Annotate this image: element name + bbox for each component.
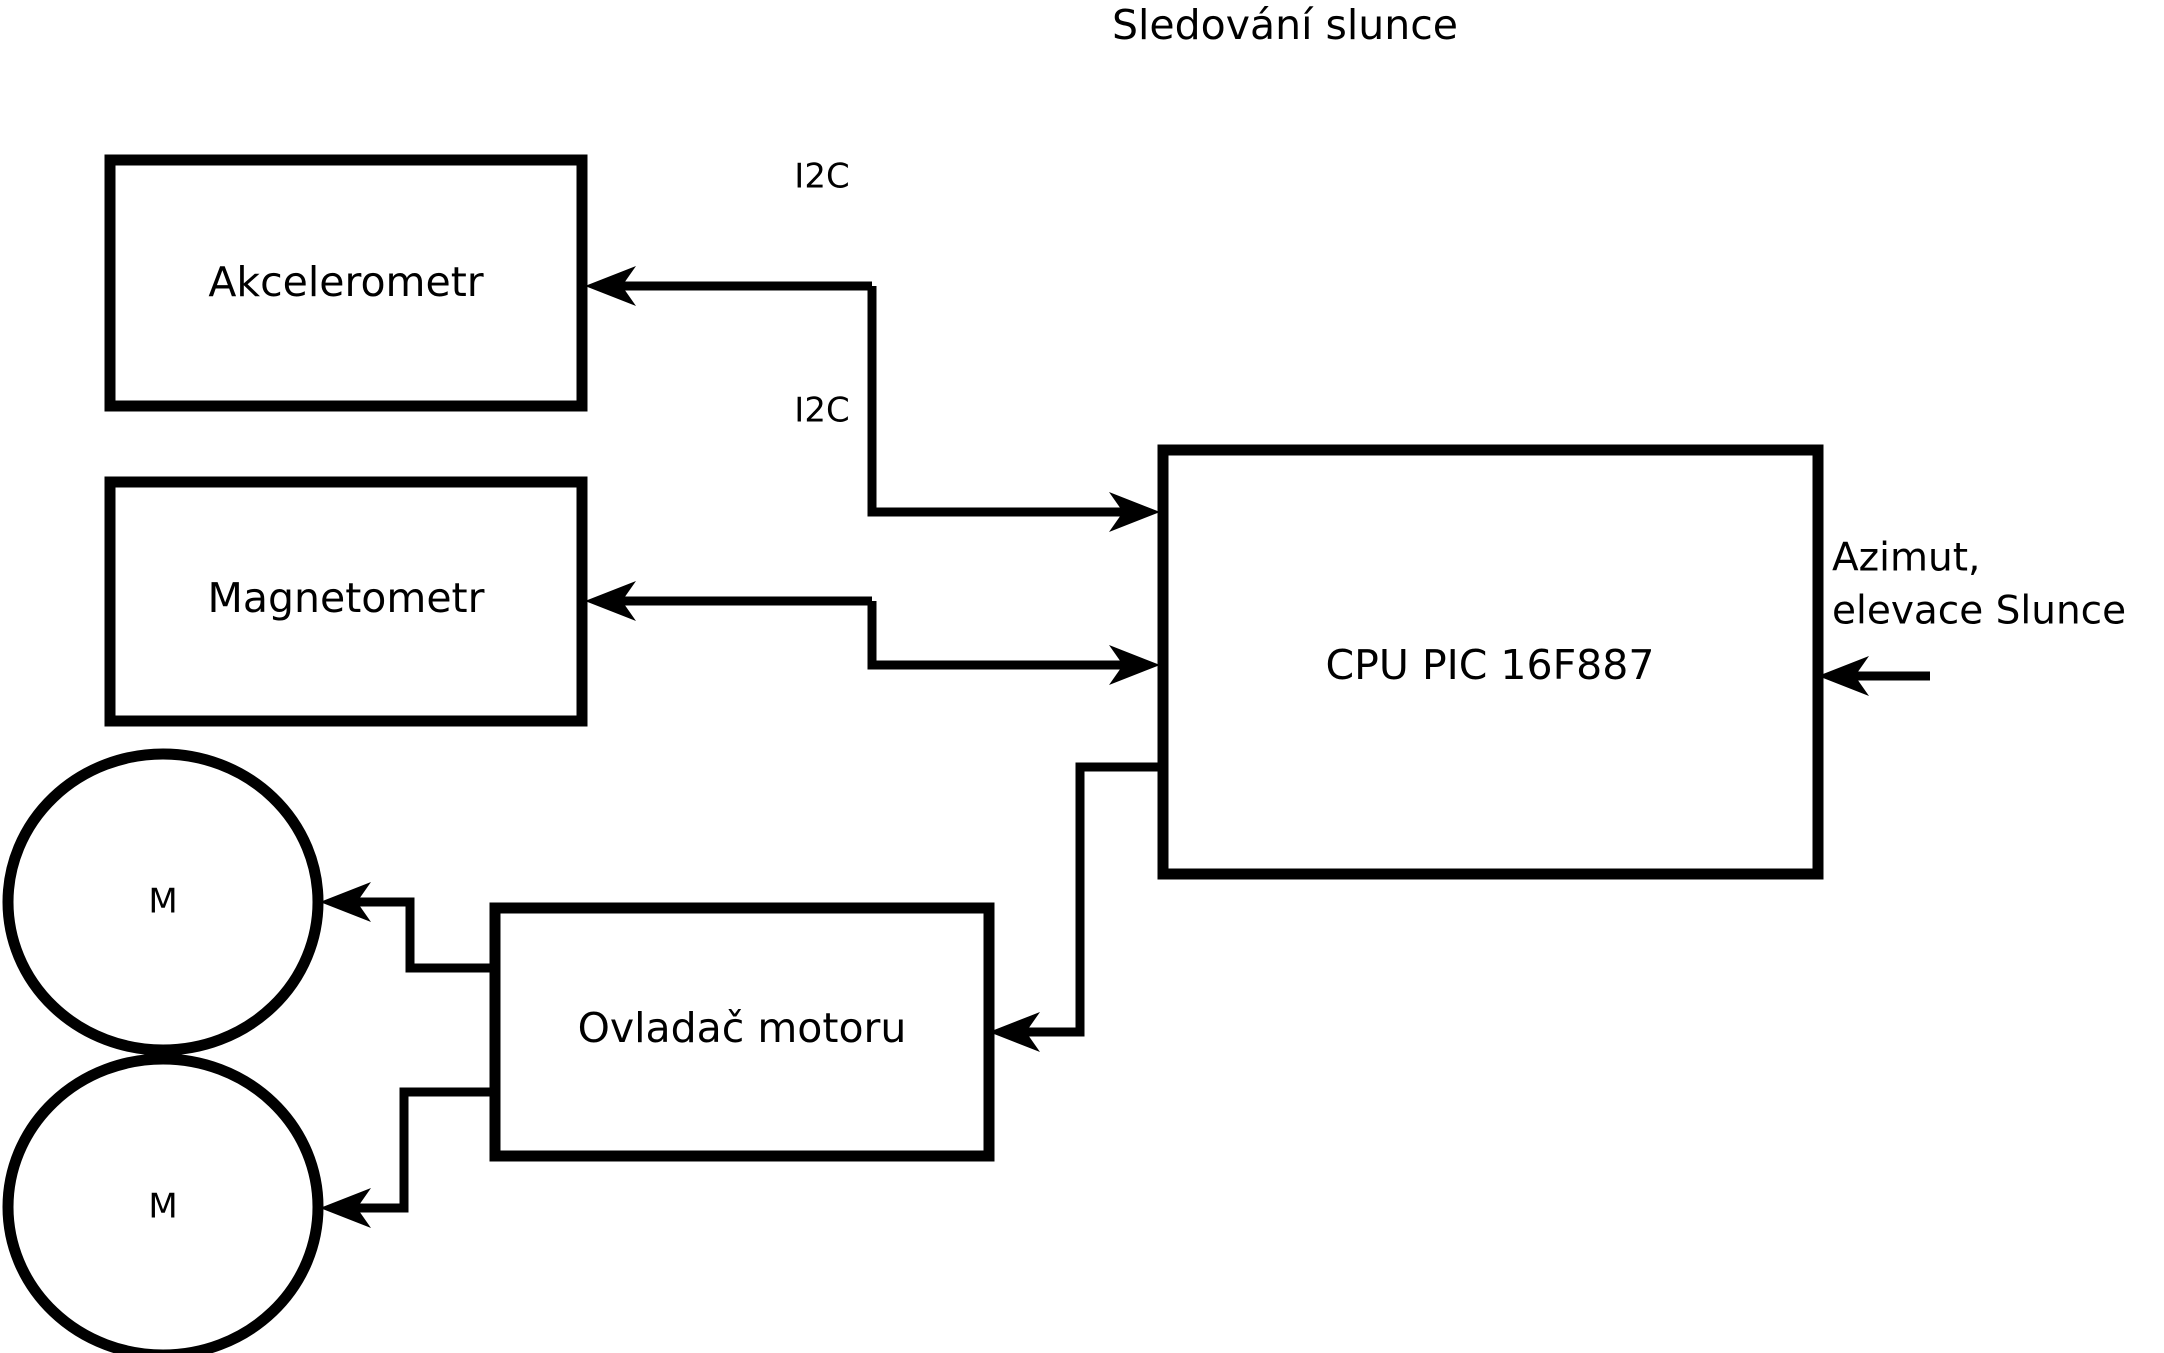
arrow-into-motor-top [320, 882, 371, 922]
motor-top-circle [2, 748, 324, 1056]
cpu-box [1157, 444, 1824, 880]
i2c-magnet-to-cpu-segment [867, 601, 1132, 670]
edge-i2c-accelerometer: I2C [585, 157, 1160, 532]
arrow-into-cpu-from-accelerometer [1109, 492, 1160, 532]
arrow-into-motor-driver [989, 1012, 1040, 1052]
cpu-to-motor-driver-segment [1018, 762, 1163, 1037]
motor-driver-to-motor-top-segment [350, 897, 495, 973]
motor-driver-to-motor-bottom-segment [350, 1087, 495, 1213]
i2c-accelerometer-label: I2C [794, 157, 849, 197]
sun-input-label-line2: elevace Slunce [1832, 589, 2126, 634]
i2c-accel-to-cpu-segment [867, 286, 1132, 517]
edge-motor-driver-to-motor-top [320, 882, 495, 973]
diagram-title: Sledování slunce [1112, 1, 1458, 49]
cpu-label: CPU PIC 16F887 [1326, 641, 1655, 689]
arrow-into-motor-bottom [320, 1188, 371, 1228]
edge-motor-driver-to-motor-bottom [320, 1087, 495, 1228]
i2c-magnetometer-label: I2C [794, 391, 849, 431]
motor-bottom-circle [2, 1053, 324, 1353]
arrow-into-accelerometer [585, 266, 636, 306]
sun-input-label-line1: Azimut, [1832, 536, 1980, 581]
accelerometer-box [104, 154, 588, 412]
arrow-into-cpu-from-magnetometer [1109, 645, 1160, 685]
node-magnetometer[interactable]: Magnetometr [104, 476, 588, 727]
motor-driver-label: Ovladač motoru [578, 1004, 907, 1052]
magnetometer-box [104, 476, 588, 727]
node-accelerometer[interactable]: Akcelerometr [104, 154, 588, 412]
node-motor-top[interactable]: M [2, 748, 324, 1056]
motor-bottom-label: M [148, 1187, 177, 1227]
motor-top-label: M [148, 882, 177, 922]
accelerometer-label: Akcelerometr [208, 258, 483, 306]
node-motor-driver[interactable]: Ovladač motoru [489, 902, 995, 1162]
node-cpu[interactable]: CPU PIC 16F887 [1157, 444, 1824, 880]
arrow-into-cpu-from-sun [1818, 656, 1869, 696]
magnetometer-label: Magnetometr [208, 574, 485, 622]
arrow-into-magnetometer [585, 581, 636, 621]
node-motor-bottom[interactable]: M [2, 1053, 324, 1353]
edge-sun-input: Azimut, elevace Slunce [1818, 536, 2126, 696]
edge-cpu-to-motor-driver [989, 762, 1163, 1052]
edge-i2c-magnetometer: I2C [585, 391, 1160, 685]
